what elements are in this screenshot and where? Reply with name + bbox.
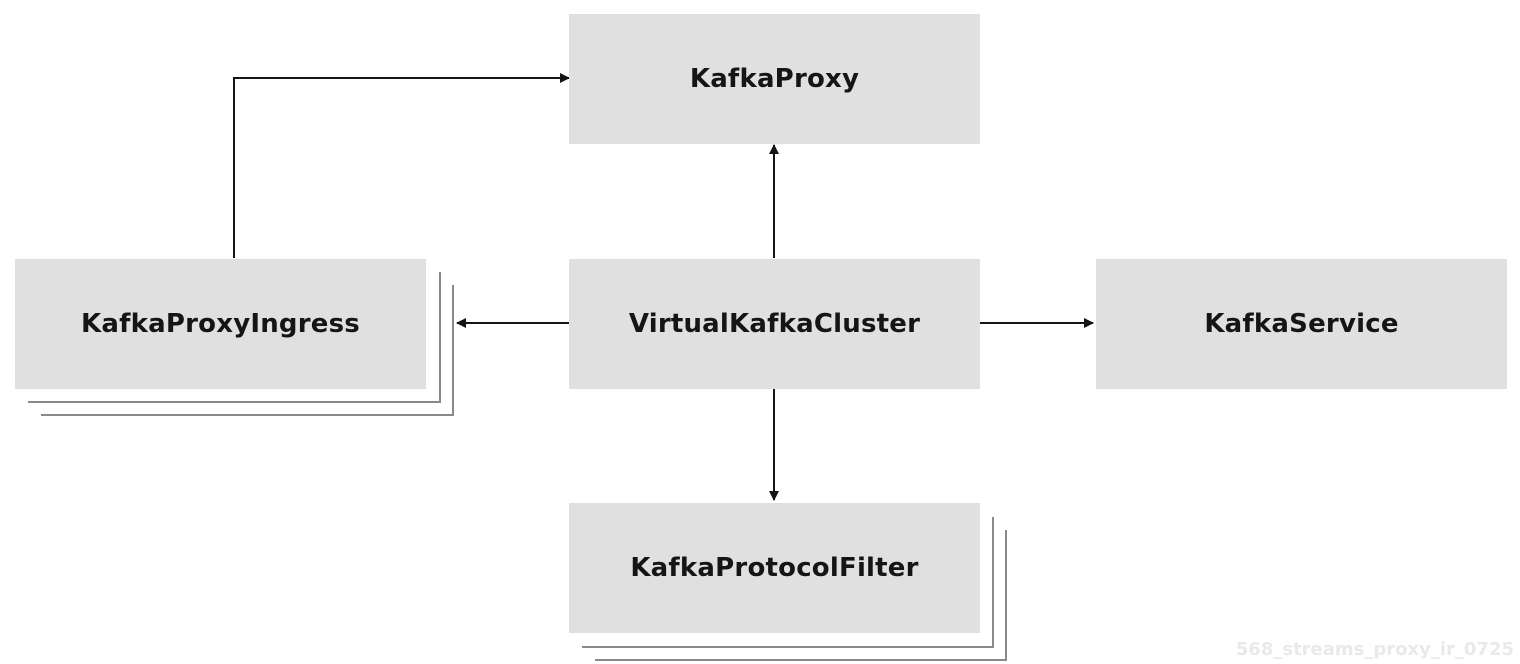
- node-kafka-protocol-filter: KafkaProtocolFilter: [569, 503, 980, 633]
- node-label: VirtualKafkaCluster: [628, 309, 921, 339]
- node-label: KafkaProxy: [689, 64, 860, 94]
- filter-stack-outline: [582, 517, 1007, 661]
- watermark-text: 568_streams_proxy_ir_0725: [1235, 639, 1514, 660]
- node-kafka-service: KafkaService: [1096, 259, 1507, 389]
- ingress-stack-outline: [28, 272, 454, 416]
- node-label: KafkaService: [1204, 309, 1399, 339]
- node-label: KafkaProtocolFilter: [630, 553, 919, 583]
- node-kafka-proxy: KafkaProxy: [569, 14, 980, 144]
- node-virtual-kafka-cluster: VirtualKafkaCluster: [569, 259, 980, 389]
- edge-ingress-to-proxy: [233, 73, 570, 258]
- node-kafka-proxy-ingress: KafkaProxyIngress: [15, 259, 426, 389]
- node-label: KafkaProxyIngress: [81, 309, 360, 339]
